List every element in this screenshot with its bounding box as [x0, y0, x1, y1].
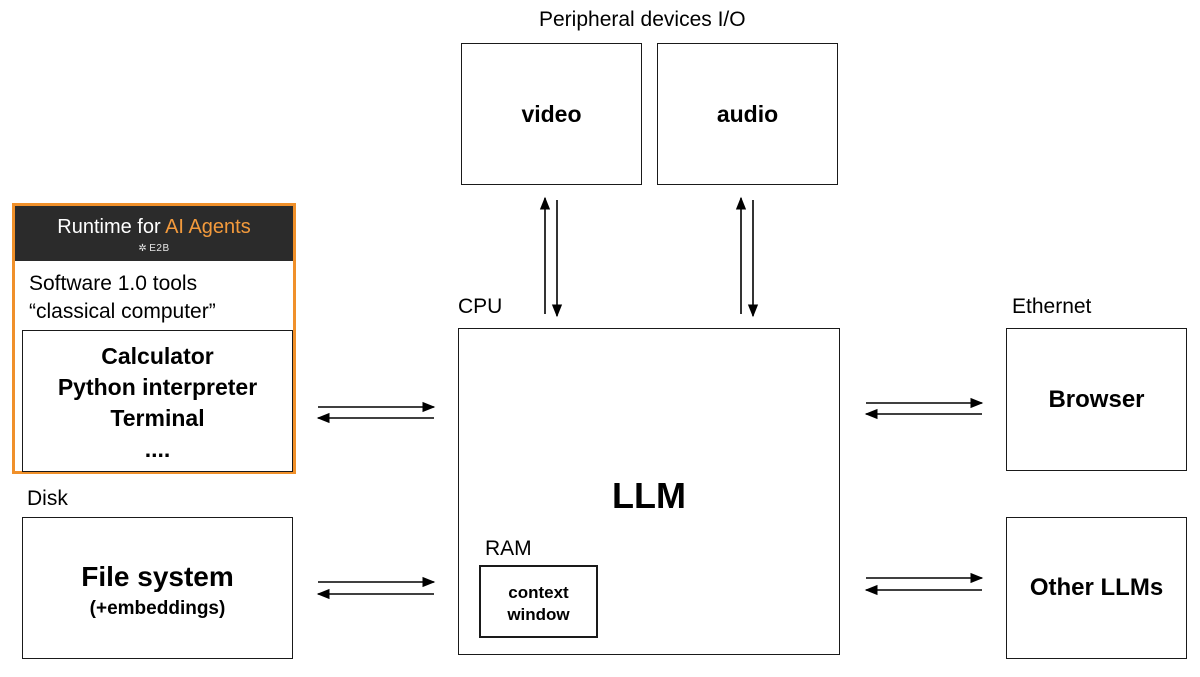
runtime-title-prefix: Runtime for	[57, 216, 166, 238]
file-system-subtitle: (+embeddings)	[89, 598, 226, 619]
other-llms-box: Other LLMs	[1006, 517, 1187, 659]
tools-list: Calculator Python interpreter Terminal .…	[23, 341, 292, 465]
runtime-brand: ✲E2B	[15, 243, 293, 254]
runtime-title: Runtime for AI Agents	[15, 216, 293, 239]
context-window-box: context window	[479, 565, 598, 638]
video-label: video	[521, 100, 582, 127]
runtime-brand-label: E2B	[149, 243, 170, 254]
cpu-label: CPU	[458, 295, 503, 318]
audio-box: audio	[657, 43, 838, 185]
browser-label: Browser	[1048, 385, 1145, 413]
tools-description: Software 1.0 tools “classical computer”	[29, 270, 216, 326]
tools-description-line2: “classical computer”	[29, 300, 216, 323]
llm-title: LLM	[612, 475, 686, 516]
context-window-line2: window	[507, 605, 570, 624]
browser-box: Browser	[1006, 328, 1187, 471]
llm-box: LLM RAM context window	[458, 328, 840, 655]
tool-terminal: Terminal	[110, 405, 205, 431]
video-box: video	[461, 43, 642, 185]
tool-calculator: Calculator	[101, 343, 214, 369]
file-system-title: File system	[81, 561, 234, 592]
peripheral-devices-label: Peripheral devices I/O	[539, 8, 746, 31]
tool-python-interpreter: Python interpreter	[57, 374, 258, 400]
ethernet-label: Ethernet	[1012, 295, 1092, 318]
gear-icon: ✲	[138, 243, 148, 254]
tool-ellipsis: ....	[144, 436, 171, 462]
ram-label: RAM	[485, 537, 532, 560]
runtime-header: Runtime for AI Agents ✲E2B	[15, 206, 293, 261]
other-llms-label: Other LLMs	[1029, 574, 1164, 601]
disk-label: Disk	[27, 487, 68, 510]
context-window-line1: context	[508, 583, 569, 602]
runtime-title-accent: AI Agents	[165, 216, 251, 238]
tools-box: Calculator Python interpreter Terminal .…	[22, 330, 293, 472]
audio-label: audio	[716, 100, 779, 127]
file-system-box: File system (+embeddings)	[22, 517, 293, 659]
tools-description-line1: Software 1.0 tools	[29, 272, 198, 295]
runtime-panel: Runtime for AI Agents ✲E2B Software 1.0 …	[12, 203, 296, 474]
